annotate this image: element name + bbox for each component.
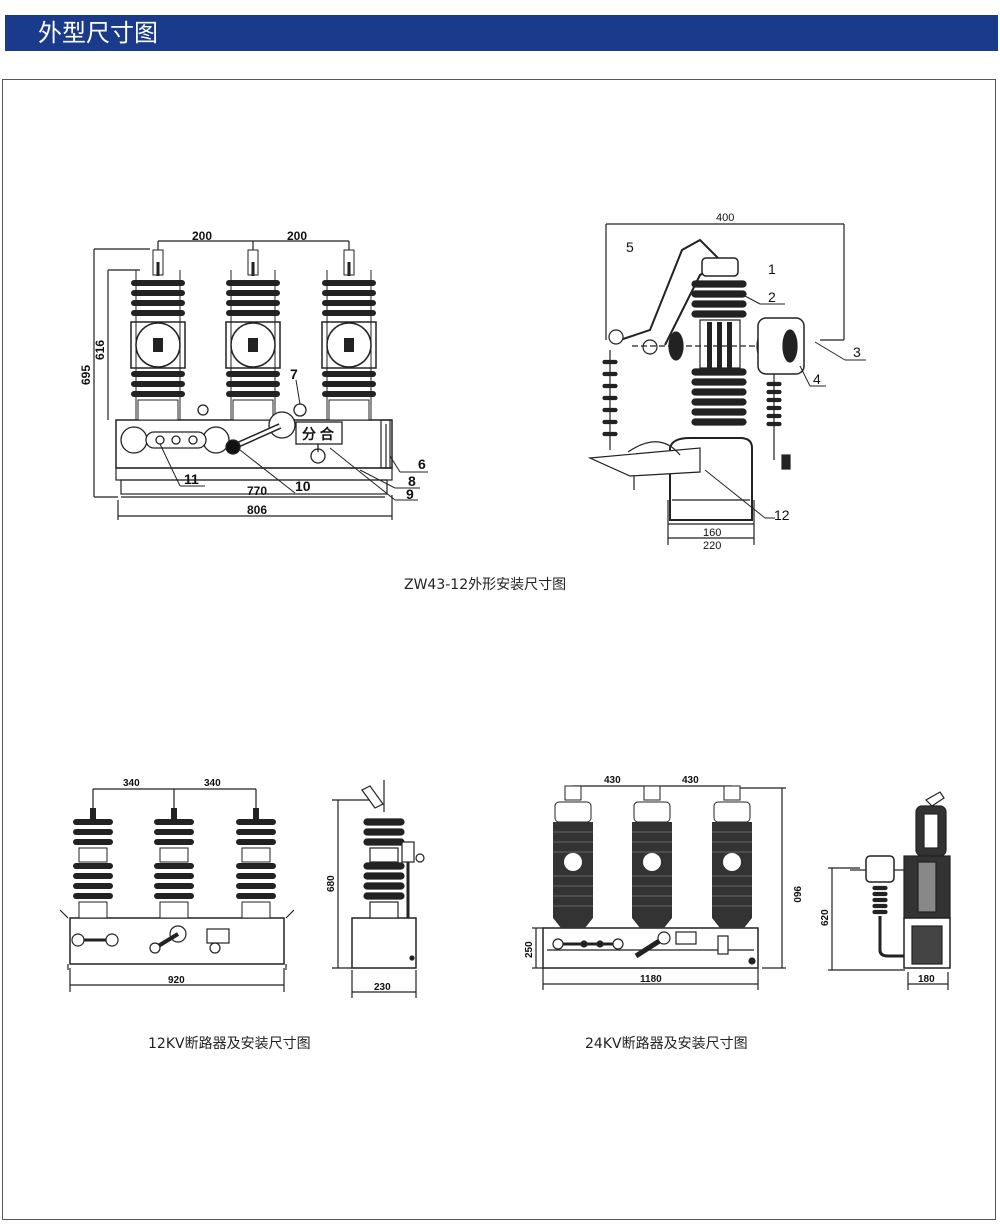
fig2-callout-12: 12 xyxy=(774,507,790,523)
caption-zw43: ZW43-12外形安装尺寸图 xyxy=(404,577,567,593)
fig4-dim-base: 250 xyxy=(524,941,535,958)
fig2-callout-4: 4 xyxy=(813,371,821,387)
fig1-callout-11: 11 xyxy=(184,471,199,487)
fig3-dim-depth: 230 xyxy=(374,982,391,993)
fig4-dim-s2: 430 xyxy=(682,775,699,786)
fig3-front-view xyxy=(59,788,295,992)
fig4-dim-side-w: 180 xyxy=(918,974,935,985)
fig1-dim-w-outer: 806 xyxy=(247,503,267,517)
fig1-dim-h-outer: 695 xyxy=(79,365,93,385)
fig2-callout-3: 3 xyxy=(853,344,861,360)
fig1-dim-spacing-b: 200 xyxy=(287,229,307,243)
caption-12kv: 12KV断路器及安装尺寸图 xyxy=(148,1036,311,1052)
fig4-dim-height: 960 xyxy=(791,886,802,903)
fig1-callout-8: 8 xyxy=(408,473,416,489)
diagram-frame xyxy=(2,79,996,1220)
fig2-side-view xyxy=(587,223,845,545)
fig4-dim-width: 1180 xyxy=(640,974,662,985)
fig1-callout-9: 9 xyxy=(406,486,414,502)
fig2-leaders xyxy=(704,295,866,519)
fig1-poles xyxy=(130,249,377,421)
fig3-dim-height: 680 xyxy=(326,875,337,892)
fig1-callout-10: 10 xyxy=(295,478,311,494)
fig3-dim-s1: 340 xyxy=(123,778,140,789)
header-bar: 外型尺寸图 xyxy=(5,15,998,51)
fig2-dim-top: 400 xyxy=(716,212,734,224)
fig4-dim-side-h: 620 xyxy=(820,909,831,926)
fig3-side-view xyxy=(332,780,425,998)
fig2-dim-b2: 220 xyxy=(703,540,721,552)
fig3-dim-s2: 340 xyxy=(204,778,221,789)
fig2-callout-5: 5 xyxy=(626,239,634,255)
fig2-callout-1: 1 xyxy=(768,261,776,277)
fig2-dim-b1: 160 xyxy=(703,527,721,539)
fig3-poles xyxy=(73,808,276,919)
fig3-dim-width: 920 xyxy=(168,975,185,986)
fig1-dim-spacing-a: 200 xyxy=(192,229,212,243)
fig1-mechanism xyxy=(120,403,343,464)
fig4-poles xyxy=(553,785,752,928)
fig1-callout-7: 7 xyxy=(290,366,298,382)
fig1-callout-6: 6 xyxy=(418,456,426,472)
fig1-dim-w-inner: 770 xyxy=(247,484,267,498)
fig2-callout-2: 2 xyxy=(768,289,776,305)
caption-24kv: 24KV断路器及安装尺寸图 xyxy=(585,1036,748,1052)
fig1-nameplate: 分 合 xyxy=(302,426,335,442)
fig4-front-view xyxy=(532,785,786,990)
page-title: 外型尺寸图 xyxy=(38,19,158,47)
fig1-dim-h-inner: 616 xyxy=(93,340,107,360)
fig4-dim-s1: 430 xyxy=(604,775,621,786)
fig4-side-view xyxy=(828,791,951,990)
fig1-leaders xyxy=(159,379,428,501)
